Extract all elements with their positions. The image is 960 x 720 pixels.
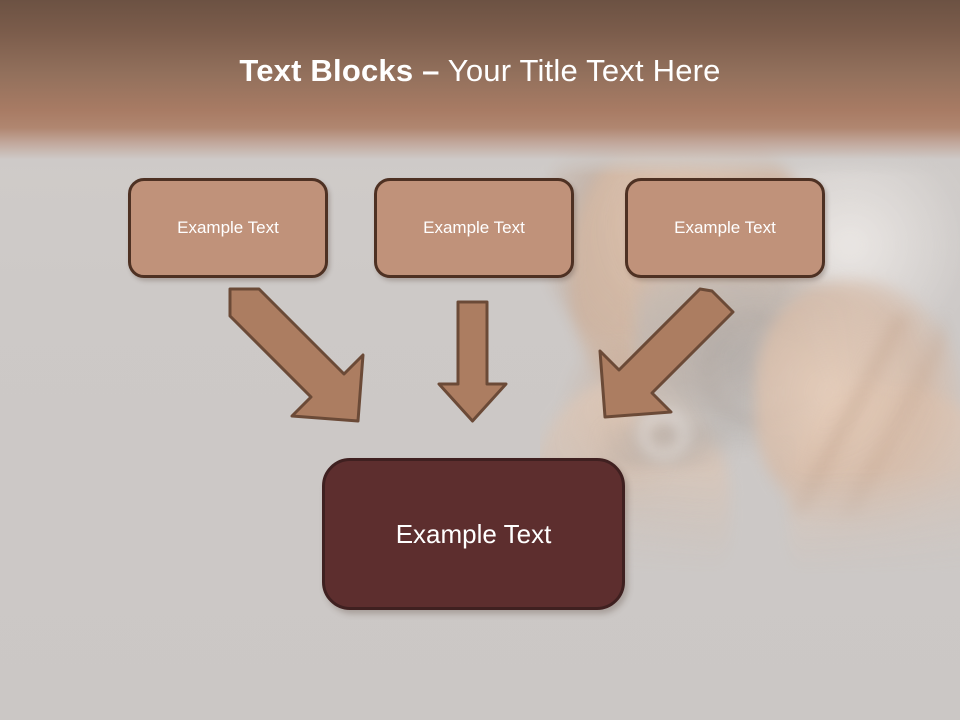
page-title-bold: Text Blocks – xyxy=(239,53,440,88)
text-block-1[interactable]: Example Text xyxy=(128,178,328,278)
header-band xyxy=(0,0,960,175)
page-title: Text Blocks – Your Title Text Here xyxy=(0,52,960,90)
text-block-3-label: Example Text xyxy=(674,218,776,237)
text-block-3[interactable]: Example Text xyxy=(625,178,825,278)
text-block-1-label: Example Text xyxy=(177,218,279,237)
text-block-2[interactable]: Example Text xyxy=(374,178,574,278)
text-block-result-label: Example Text xyxy=(395,518,552,549)
text-block-result[interactable]: Example Text xyxy=(322,458,625,610)
text-block-2-label: Example Text xyxy=(423,218,525,237)
page-title-light: Your Title Text Here xyxy=(439,53,721,88)
